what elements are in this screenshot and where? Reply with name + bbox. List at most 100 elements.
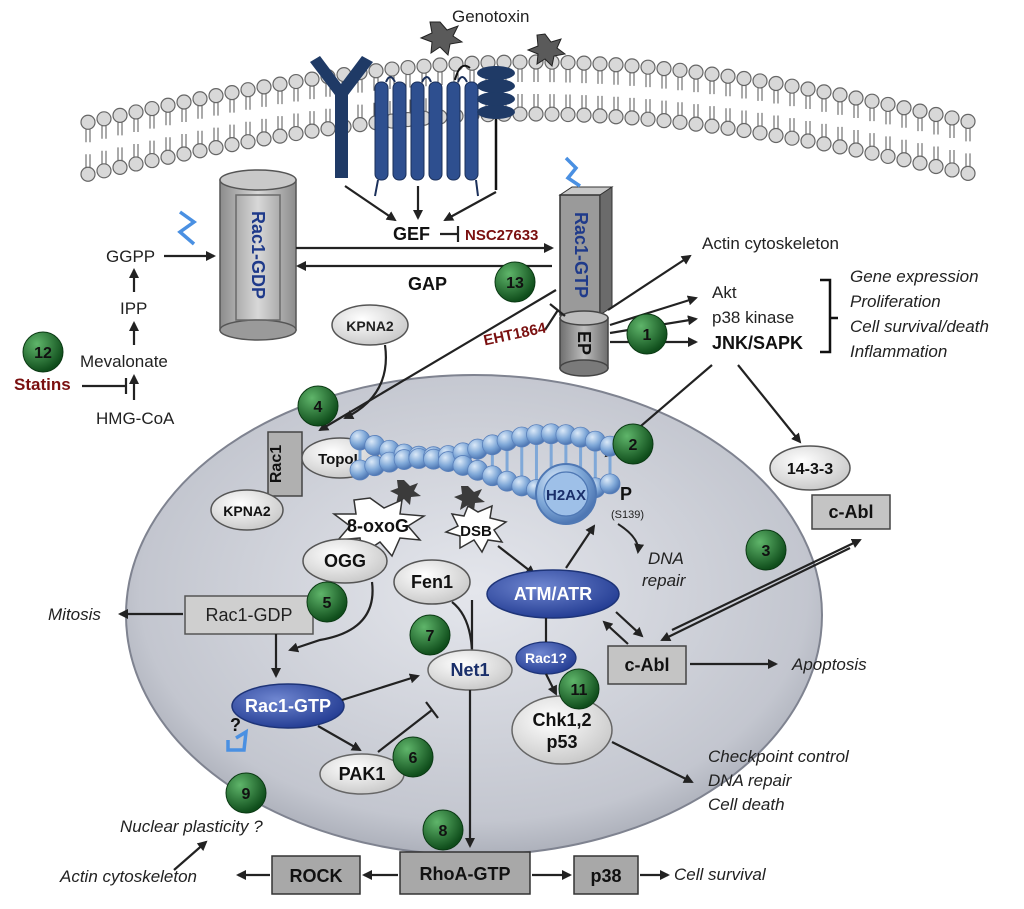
lipid-head <box>448 56 464 72</box>
badge-number: 1 <box>643 327 652 344</box>
rock-label: ROCK <box>290 866 343 886</box>
lipid-anchor-icon-3 <box>226 728 249 752</box>
lipid-head <box>208 140 224 156</box>
c-abl-nuc-label: c-Abl <box>625 655 670 675</box>
lipid-anchor-icon-2 <box>564 156 581 188</box>
badge-number: 9 <box>242 786 251 803</box>
lipid-head <box>528 106 544 122</box>
rac1-question-label: Rac1? <box>525 650 567 666</box>
rac1-gtp-nuc-label: Rac1-GTP <box>245 696 331 716</box>
pak1: PAK1 <box>319 753 405 795</box>
dna-helix <box>349 423 621 503</box>
badge-2: 2 <box>612 423 654 465</box>
hmg-coa-label: HMG-CoA <box>96 409 175 428</box>
lipid-head <box>288 73 304 90</box>
jnk-sapk-label: JNK/SAPK <box>712 333 803 353</box>
lipid-head <box>144 100 160 117</box>
badge-4: 4 <box>297 385 339 427</box>
inhibit-statins <box>82 378 128 394</box>
ogg-label: OGG <box>324 551 366 571</box>
nsc27633-label: NSC27633 <box>465 227 538 244</box>
actin-cytoskeleton-label: Actin cytoskeleton <box>702 234 839 253</box>
lipid-head <box>272 128 288 144</box>
lipid-head <box>576 107 592 123</box>
dna-bead <box>599 473 621 495</box>
lipid-head <box>656 61 672 77</box>
lipid-anchor-icon <box>177 210 198 246</box>
lipid-head <box>864 145 880 161</box>
rac1-gdp-cylinder: Rac1-GDP <box>219 169 297 341</box>
lipid-head <box>192 91 208 107</box>
badge-8: 8 <box>422 809 464 851</box>
lipid-head <box>320 121 336 137</box>
badge-number: 11 <box>571 682 588 699</box>
p53-label: p53 <box>546 732 577 752</box>
p38-kinase-label: p38 kinase <box>712 308 794 327</box>
eht1864-label: EHT1864 <box>482 319 548 349</box>
phospho-p: P <box>620 484 632 504</box>
lipid-head <box>176 146 192 162</box>
lipid-head <box>464 55 480 71</box>
lipid-head <box>832 87 848 103</box>
8-oxog-burst: 8-oxoG <box>331 497 427 558</box>
lipid-head <box>160 97 176 113</box>
net1: Net1 <box>427 649 513 691</box>
lipid-head <box>560 106 576 123</box>
badge-6: 6 <box>392 736 434 778</box>
rac1-question: Rac1? <box>515 641 577 675</box>
atm-atr-label: ATM/ATR <box>514 584 592 604</box>
fen1-label: Fen1 <box>411 572 453 592</box>
lipid-head <box>800 81 816 97</box>
lipid-head <box>784 78 800 94</box>
rac1-gdp-label: Rac1-GDP <box>248 211 268 299</box>
gef-label: GEF <box>393 224 430 244</box>
outcome-3: Inflammation <box>850 342 947 361</box>
lipid-head <box>304 123 320 139</box>
pak1-label: PAK1 <box>339 764 386 784</box>
akt-label: Akt <box>712 283 737 302</box>
badge-3: 3 <box>745 529 787 571</box>
lipid-head <box>352 116 368 133</box>
lipid-head <box>576 55 592 71</box>
lipid-head <box>416 58 432 74</box>
cell-survival-label: Cell survival <box>674 865 767 884</box>
dna-repair-1: DNA <box>648 549 684 568</box>
badge-number: 2 <box>629 437 638 454</box>
kpna2-cyto-label: KPNA2 <box>346 318 394 334</box>
lipid-head <box>384 61 400 77</box>
badge-number: 4 <box>314 399 323 416</box>
lipid-head <box>944 162 960 178</box>
badge-number: 13 <box>506 275 524 292</box>
arrow-to-repair <box>617 523 645 554</box>
lipid-head <box>112 107 128 123</box>
damage-icon-1 <box>390 480 421 505</box>
lipid-head <box>848 142 864 158</box>
lipid-head <box>816 136 832 152</box>
badge-11: 11 <box>558 668 600 710</box>
fen1: Fen1 <box>393 559 471 605</box>
lipid-head <box>512 106 528 122</box>
ipp-label: IPP <box>120 299 147 318</box>
lipid-head <box>928 158 944 175</box>
p38-box: p38 <box>573 855 639 895</box>
8-oxog-label: 8-oxoG <box>347 516 409 536</box>
rhoa-box: RhoA-GTP <box>399 851 531 895</box>
lipid-head <box>128 104 144 120</box>
lipid-head <box>912 103 928 119</box>
chk-p53: Chk1,2 p53 <box>511 695 613 765</box>
lipid-head <box>80 114 96 130</box>
lipid-head <box>512 54 528 70</box>
lipid-head <box>240 82 256 98</box>
rock-box: ROCK <box>271 855 361 895</box>
rac1-nuc-label: Rac1 <box>268 445 285 483</box>
badge-number: 7 <box>426 628 435 645</box>
lipid-head <box>704 66 720 82</box>
apoptosis-label: Apoptosis <box>791 655 867 674</box>
c-abl-box-nuc: c-Abl <box>607 645 687 685</box>
c-abl-box-top: c-Abl <box>811 494 891 530</box>
lipid-head <box>224 85 240 101</box>
dna-repair-2: repair <box>642 571 687 590</box>
rac1-nuc-box: Rac1 <box>267 431 303 497</box>
